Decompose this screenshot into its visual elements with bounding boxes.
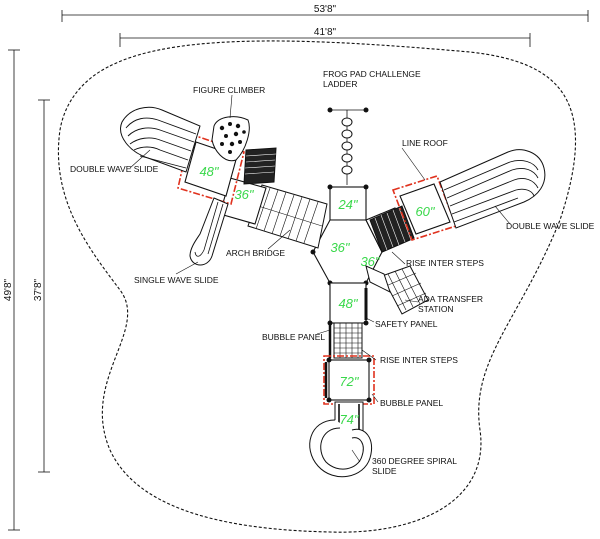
label-single-wave: SINGLE WAVE SLIDE (134, 275, 219, 285)
deck-72-label: 72" (339, 374, 359, 389)
figure-climber-steps (243, 147, 277, 185)
spiral-slide: 74" (309, 401, 372, 478)
label-spiral-slide: 360 DEGREE SPIRAL (372, 456, 457, 466)
deck-60-label: 60" (415, 204, 435, 219)
deck-48-left-label: 48" (199, 164, 219, 179)
label-rise-inter-steps-2: RISE INTER STEPS (380, 355, 458, 365)
label-ada-transfer-2: STATION (418, 304, 454, 314)
deck-72: 72" (323, 355, 375, 405)
overall-height-label: 49'8" (3, 278, 14, 301)
label-double-wave-right: DOUBLE WAVE SLIDE (506, 221, 595, 231)
rise-inter-steps-lower (333, 322, 363, 359)
deck-36-center: 36" (310, 219, 383, 286)
double-wave-slide-left (120, 106, 201, 173)
inner-height-dimension: 37'8" (33, 99, 50, 473)
label-bubble-panel-1: BUBBLE PANEL (262, 332, 325, 342)
deck-60-right: 60" (391, 175, 458, 241)
label-frog-pad-2: LADDER (323, 79, 357, 89)
label-figure-climber: FIGURE CLIMBER (193, 85, 265, 95)
deck-48-center-label: 48" (338, 296, 358, 311)
safety-zone-boundary (58, 40, 576, 533)
label-arch-bridge: ARCH BRIDGE (226, 248, 285, 258)
inner-width-dimension: 41'8" (119, 27, 531, 47)
label-line-roof: LINE ROOF (402, 138, 448, 148)
label-rise-inter-steps-1: RISE INTER STEPS (406, 258, 484, 268)
overall-height-dimension: 49'8" (3, 49, 20, 531)
deck-24-top: 24" (327, 184, 369, 221)
deck-60-roof-outline (391, 175, 458, 241)
label-frog-pad: FROG PAD CHALLENGE (323, 69, 421, 79)
frog-pad-ladder (327, 107, 369, 185)
deck-48-center: 48" (327, 282, 369, 326)
deck-36-left-label: 36" (234, 187, 254, 202)
deck-74-label: 74" (339, 412, 359, 427)
deck-36-right-label: 36" (360, 254, 380, 269)
figure-climber (211, 116, 250, 162)
deck-24-label: 24" (337, 197, 358, 212)
deck-36-left: 36" (219, 177, 267, 225)
overall-width-dimension: 53'8" (61, 4, 589, 22)
single-wave-slide (189, 197, 229, 266)
deck-36-center-label: 36" (330, 240, 350, 255)
label-spiral-slide-2: SLIDE (372, 466, 397, 476)
label-safety-panel: SAFETY PANEL (375, 319, 438, 329)
double-wave-slide-right (439, 149, 546, 229)
label-ada-transfer: ADA TRANSFER (418, 294, 483, 304)
overall-width-label: 53'8" (314, 4, 337, 15)
label-bubble-panel-2: BUBBLE PANEL (380, 398, 443, 408)
label-double-wave-left: DOUBLE WAVE SLIDE (70, 164, 159, 174)
leader-lines (129, 94, 511, 463)
inner-width-label: 41'8" (314, 27, 337, 38)
inner-height-label: 37'8" (33, 278, 44, 301)
